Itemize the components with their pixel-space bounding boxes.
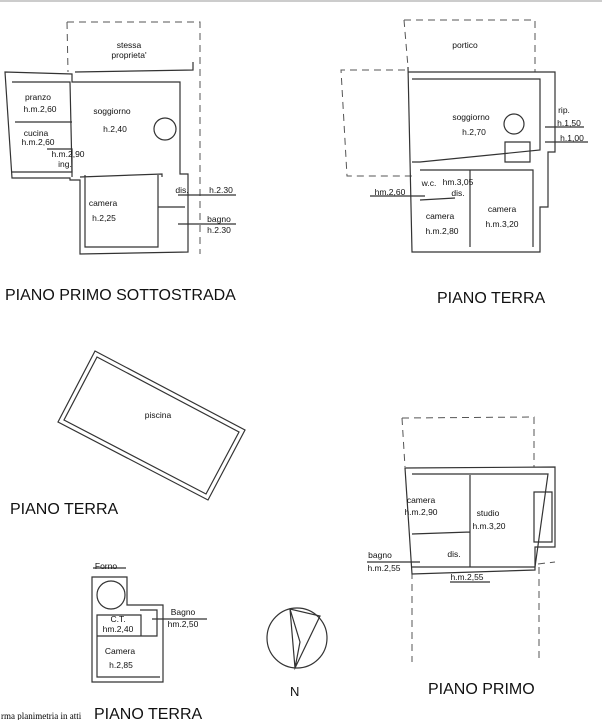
label-dis-height: hm.3,05 [443,177,474,187]
label-dis: dis. [447,549,460,559]
north-compass: N [266,607,328,699]
label-wc: w.c. [421,178,437,188]
plan-title: PIANO TERRA [437,290,546,307]
compass-icon [266,607,328,669]
label-soggiorno: soggiorno [93,106,131,116]
footer-note: rma planimetria in atti [1,711,82,720]
label-studio: studio [477,508,500,518]
plan-title: PIANO PRIMO [428,681,535,698]
label-ct-height: hm.2,40 [103,624,134,634]
label-camera: Camera [105,646,136,656]
label-rip-height-2: h.1,00 [560,133,584,143]
label-studio-height: h.m.3,20 [472,521,505,531]
label-camera-height: h.2,85 [109,660,133,670]
label-camera-height: h.2,25 [92,213,116,223]
label-ing-height: h.m.2,90 [51,149,84,159]
plan-piano-terra: portico soggiorno h.2,70 rip. h.1,50 h.1… [340,19,588,307]
label-cucina: cucina [24,128,49,138]
label-dis-height: h.2.30 [209,185,233,195]
spiral-stair-icon [503,113,525,135]
label-camera-2: camera [488,204,517,214]
label-pranzo: pranzo [25,92,51,102]
label-dis: dis. [451,188,464,198]
plan-piscina: piscina PIANO TERRA [10,350,246,518]
plan-piano-primo-sottostrada: stessa proprieta' pranzo h.m.2,60 cucina… [4,21,236,304]
plan-title: PIANO TERRA [94,706,203,720]
plan-title: PIANO TERRA [10,501,119,518]
label-soggiorno-height: h.2,70 [462,127,486,137]
label-camera-1: camera [426,211,455,221]
spiral-stair-icon [153,117,177,141]
label-pranzo-height: h.m.2,60 [23,104,56,114]
plan-piano-primo: camera h.m.2,90 studio h.m.3,20 dis. h.m… [367,416,556,698]
label-bagno-height: hm.2,50 [168,619,199,629]
label-proprieta: proprieta' [111,50,147,60]
compass-north-label: N [290,684,299,699]
label-soggiorno: soggiorno [452,112,490,122]
forno-oven-icon [96,580,126,610]
label-dis-height: h.m.2,55 [450,572,483,582]
label-bagno-height: h.2.30 [207,225,231,235]
label-bagno: bagno [368,550,392,560]
label-forno: Forno [95,561,117,571]
label-portico: portico [452,40,478,50]
label-wc-height: hm.2,60 [375,187,406,197]
label-cucina-height: h.m.2,60 [21,137,54,147]
label-ing: ing. [58,159,72,169]
label-piscina: piscina [145,410,172,420]
label-camera-1-height: h.m.2,80 [425,226,458,236]
label-dis: dis. [175,185,188,195]
plan-title: PIANO PRIMO SOTTOSTRADA [5,287,236,304]
label-camera: camera [407,495,436,505]
label-camera: camera [89,198,118,208]
label-rip: rip. [558,105,570,115]
label-ct: C.T. [110,614,125,624]
label-soggiorno-height: h.2,40 [103,124,127,134]
label-bagno-height: h.m.2,55 [367,563,400,573]
label-bagno: bagno [207,214,231,224]
plan-annesso-piano-terra: Forno C.T. hm.2,40 Bagno hm.2,50 Camera … [1,561,207,720]
label-stessa: stessa [117,40,142,50]
label-rip-height-1: h.1,50 [557,118,581,128]
label-bagno: Bagno [171,607,196,617]
label-camera-height: h.m.2,90 [404,507,437,517]
label-camera-2-height: h.m.3,20 [485,219,518,229]
